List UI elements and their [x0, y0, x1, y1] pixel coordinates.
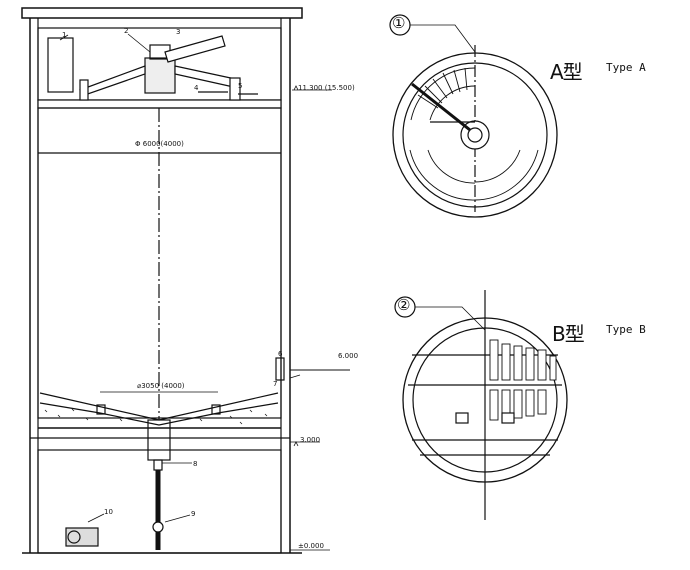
callout-8: 8 [193, 460, 197, 468]
detail-a-plan [389, 14, 558, 218]
detail-b-type-cjk: B型 [552, 322, 585, 346]
callout-3: 3 [176, 28, 180, 36]
roof-slab [21, 7, 303, 19]
pump [65, 527, 99, 547]
tank-diameter-label: Φ 6000(4000) [135, 140, 184, 148]
elevation-mid: 6.000 [338, 352, 359, 360]
elevation-lower: 3.000 [300, 436, 321, 444]
elevation-ground: ±0.000 [298, 542, 324, 550]
detail-a-marker: ① [392, 14, 406, 32]
platform-beam [37, 99, 282, 109]
callout-10: 10 [104, 508, 113, 516]
callout-1: 1 [62, 31, 66, 39]
bottom-diameter-label: ⌀3050 (4000) [137, 382, 185, 390]
tank-elevation: 1 2 3 4 5 8 [21, 7, 350, 554]
motor [47, 37, 74, 93]
callout-5: 5 [238, 82, 242, 90]
callout-2: 2 [124, 27, 128, 35]
callout-7: 7 [273, 380, 277, 388]
detail-a-type-cjk: A型 [550, 60, 583, 84]
detail-b-marker: ② [397, 296, 411, 314]
callout-6: 6 [278, 350, 283, 358]
gearbox [144, 57, 176, 94]
detail-a-type-en: Type A [606, 61, 646, 74]
detail-b-type-en: Type B [606, 323, 646, 336]
side-outlet [275, 357, 285, 381]
concrete-fill [44, 408, 268, 425]
drive-arm [164, 35, 226, 63]
detail-b-plan [394, 290, 568, 520]
callout-9: 9 [191, 510, 195, 518]
callout-4: 4 [194, 84, 199, 92]
elevation-top: 11.300 (15.500) [298, 84, 355, 92]
